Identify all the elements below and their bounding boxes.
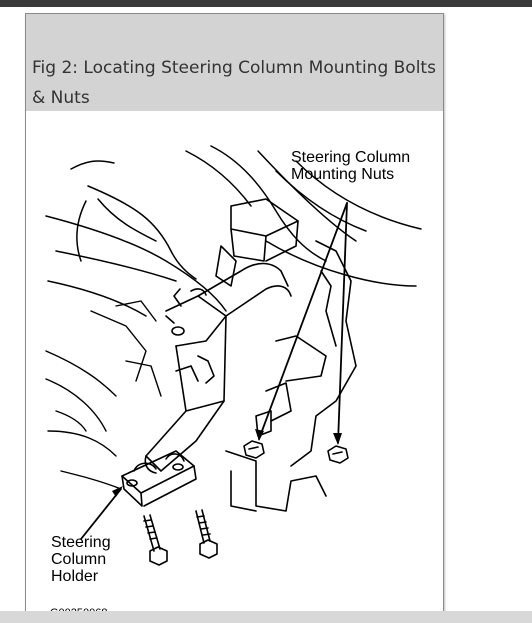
callout-column-holder-line-2: Column	[51, 551, 107, 568]
figure-code: G00250068	[50, 607, 108, 614]
mounting-nut-right	[327, 445, 349, 464]
callout-mounting-nuts: Steering Column Mounting Nuts	[291, 149, 410, 183]
right-panel	[225, 240, 357, 512]
callout-column-holder-line-1: Steering	[51, 534, 111, 551]
lower-structure	[45, 300, 162, 490]
steering-column-diagram	[45, 145, 422, 566]
upper-bracket	[215, 198, 299, 287]
callout-column-holder-line-3: Holder	[51, 568, 99, 585]
callout-arrows	[80, 202, 348, 540]
mounting-bolt-right	[195, 509, 218, 559]
callout-mounting-nuts-line-1: Steering Column	[291, 149, 411, 166]
mounting-bolt-left	[143, 514, 168, 566]
window-bottom-bar	[0, 611, 532, 623]
window-top-bar	[0, 0, 532, 7]
mounting-nut-left	[243, 440, 265, 459]
figure-card: Fig 2: Locating Steering Column Mounting…	[25, 13, 444, 615]
callout-column-holder: Steering Column Holder	[51, 534, 111, 585]
dashboard-outline	[45, 145, 422, 317]
figure-caption: Fig 2: Locating Steering Column Mounting…	[26, 14, 443, 111]
arrow-heads	[112, 429, 342, 497]
steering-column	[144, 262, 292, 474]
callout-mounting-nuts-line-2: Mounting Nuts	[291, 166, 395, 183]
column-holder-clamp	[121, 450, 197, 507]
